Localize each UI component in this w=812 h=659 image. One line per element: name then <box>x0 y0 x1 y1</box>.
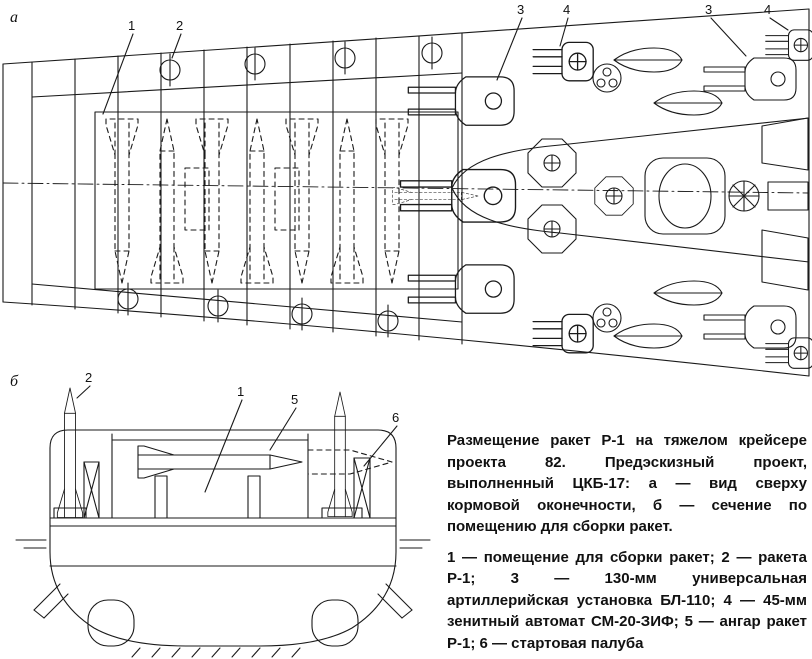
callout-rocket-r1: 2 <box>176 18 183 33</box>
callout-gun-130mm: 3 <box>517 2 524 17</box>
callout-aa-45mm: 4 <box>563 2 570 17</box>
aa-mount-45mm <box>532 41 594 82</box>
hull-section-outline <box>15 429 431 658</box>
view-a-label: а <box>10 9 18 26</box>
rangefinder <box>728 180 760 212</box>
top-view: 1 2 3 4 3 4 а <box>2 2 812 377</box>
rocket-r1-erected <box>56 387 84 518</box>
callout-hangar: 5 <box>291 392 298 407</box>
rocket-r1-outline <box>392 187 479 205</box>
funnel <box>658 163 712 229</box>
ship-boat <box>613 47 683 73</box>
ship-boat <box>653 280 723 306</box>
rocket-r1-outline <box>150 118 184 284</box>
erected-rockets <box>53 387 371 519</box>
rocket-r1-outline <box>285 118 319 284</box>
caption-legend: 1 — помещение для сборки ракет; 2 — раке… <box>447 548 807 652</box>
assembly-room-outline <box>94 111 459 290</box>
figure-caption: Размещение ракет Р-1 на тяжелом крейсере… <box>447 430 807 659</box>
gun-turret-130mm <box>407 76 515 126</box>
callout-gun-130mm: 3 <box>705 2 712 17</box>
callout-rocket-r1: 2 <box>85 370 92 385</box>
view-b-label: б <box>10 373 19 390</box>
gun-turret-130mm <box>703 305 797 349</box>
gun-turret-130mm <box>703 57 797 101</box>
rocket-assembly-room <box>94 111 479 290</box>
director-mount <box>592 303 622 333</box>
director-mount <box>592 63 622 93</box>
deck-hatches <box>117 36 443 338</box>
aa-mount-45mm <box>765 29 812 61</box>
rocket-r1-outline <box>105 118 139 284</box>
callout-launch-deck: 6 <box>392 410 399 425</box>
rocket-r1-outline <box>195 118 229 284</box>
rocket-r1-horizontal <box>137 445 303 479</box>
callout-assembly-room: 1 <box>128 18 135 33</box>
rocket-r1-outline <box>240 118 274 284</box>
caption-description: Размещение ракет Р-1 на тяжелом крейсере… <box>447 432 807 535</box>
aa-mount-45mm <box>765 337 812 369</box>
top-view-callouts: 1 2 3 4 3 4 <box>102 2 789 115</box>
cross-section-view: б <box>10 370 431 658</box>
callout-aa-45mm: 4 <box>764 2 771 17</box>
hull-outline <box>2 8 810 377</box>
ship-boat <box>653 90 723 116</box>
ship-boat <box>613 323 683 349</box>
section-callouts: 2 1 5 6 <box>76 370 399 493</box>
rocket-r1-erected <box>327 391 353 518</box>
rocket-hangar <box>111 433 393 519</box>
rocket-r1-outline <box>330 118 364 284</box>
rocket-r1-outline <box>375 118 409 284</box>
funnel-casing <box>644 157 726 235</box>
callout-assembly-room: 1 <box>237 384 244 399</box>
superstructure <box>399 29 812 369</box>
aa-mount-45mm <box>532 313 594 354</box>
deck-frame-lines <box>31 32 463 345</box>
